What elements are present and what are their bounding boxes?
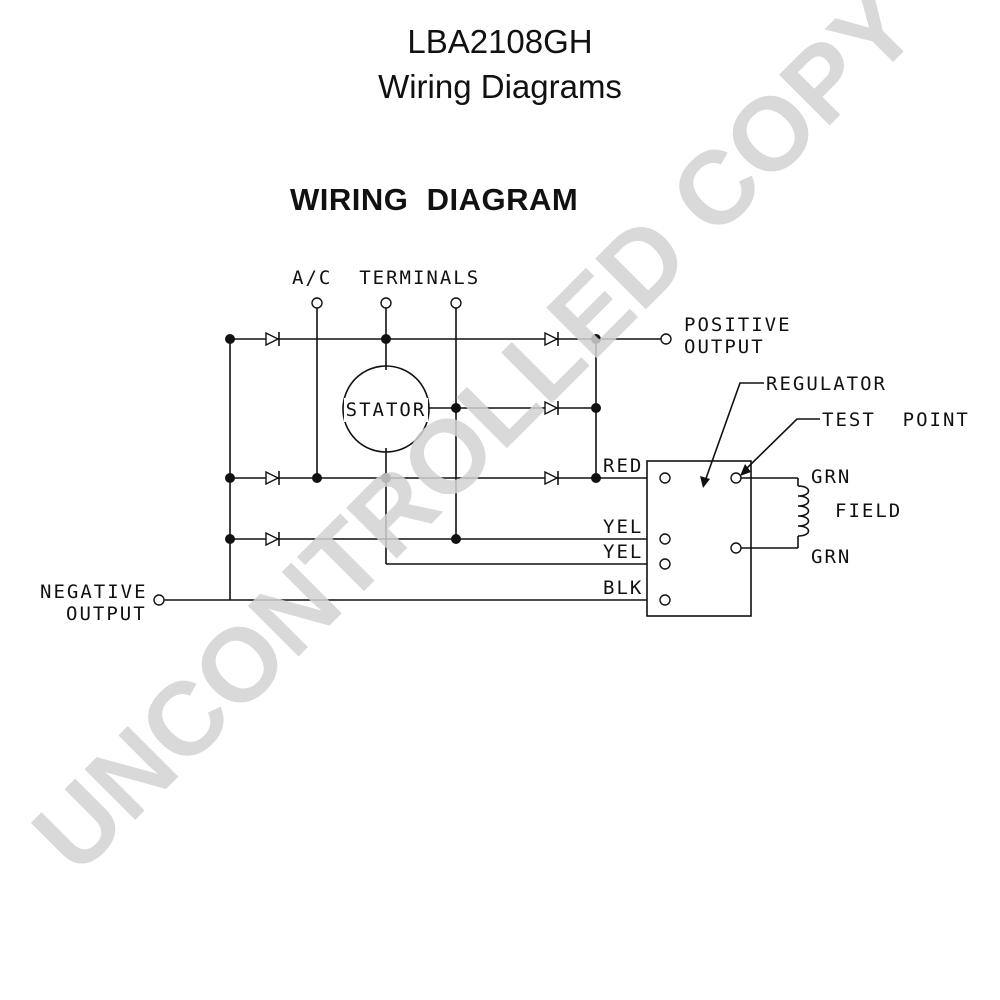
regulator-terminal-red xyxy=(659,472,671,484)
diagram-heading: WIRING DIAGRAM xyxy=(290,182,578,217)
regulator-terminal-field-bottom xyxy=(730,542,742,554)
regulator-terminal-yel-2 xyxy=(659,558,671,570)
stator-symbol xyxy=(342,365,430,453)
regulator-leader xyxy=(703,382,764,485)
page-subtitle: Wiring Diagrams xyxy=(378,68,622,105)
regulator-terminal-blk xyxy=(659,594,671,606)
diode-top-left xyxy=(265,331,280,347)
positive-output-label-2: OUTPUT xyxy=(684,336,765,358)
field-coil xyxy=(741,477,810,549)
regulator-label: REGULATOR xyxy=(766,373,887,395)
junction-dots xyxy=(225,334,601,544)
test-point-leader xyxy=(742,418,820,473)
diode-mid-left xyxy=(265,470,280,486)
diode-top-right xyxy=(544,331,559,347)
positive-output-label-1: POSITIVE xyxy=(684,314,792,336)
negative-output-label-2: OUTPUT xyxy=(66,603,147,625)
ac-terminal-3 xyxy=(450,297,462,309)
test-point-label: TEST POINT xyxy=(822,409,970,431)
regulator-terminal-field-top xyxy=(730,472,742,484)
wire-label-blk: BLK xyxy=(603,577,643,599)
ac-terminals-label: A/C TERMINALS xyxy=(292,267,480,289)
diode-low-right xyxy=(544,470,559,486)
ac-terminal-2 xyxy=(380,297,392,309)
wire-label-yel-2: YEL xyxy=(603,541,643,563)
watermark: UNCONTROLLED COPY xyxy=(11,0,939,894)
stator-label: STATOR xyxy=(346,399,427,421)
field-label: FIELD xyxy=(835,500,902,522)
wire-label-grn-bottom: GRN xyxy=(811,546,851,568)
negative-output-terminal xyxy=(153,594,165,606)
wire-label-red: RED xyxy=(603,455,643,477)
ac-terminal-1 xyxy=(311,297,323,309)
wire-label-grn-top: GRN xyxy=(811,466,851,488)
diode-low-left xyxy=(265,531,280,547)
rails xyxy=(164,338,662,601)
negative-output-label-1: NEGATIVE xyxy=(40,581,148,603)
wire-label-yel-1: YEL xyxy=(603,516,643,538)
positive-output-terminal xyxy=(660,333,672,345)
regulator-terminal-yel-1 xyxy=(659,533,671,545)
page-title: LBA2108GH xyxy=(407,23,593,60)
diode-mid-right xyxy=(544,400,559,416)
